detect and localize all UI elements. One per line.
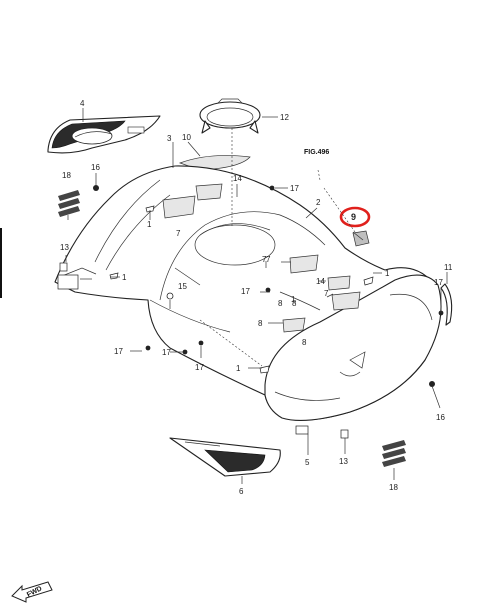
part-8-pad-b[interactable] <box>282 317 306 333</box>
callout-16-left[interactable]: 16 <box>91 163 100 172</box>
fwd-arrow-icon: FWD <box>11 581 53 603</box>
callout-17-top[interactable]: 17 <box>290 184 299 193</box>
callout-7-right[interactable]: 7 <box>324 289 329 298</box>
edge-marker <box>0 228 2 298</box>
callout-14-right[interactable]: 14 <box>316 277 325 286</box>
callout-1-mid[interactable]: 1 <box>122 273 127 282</box>
part-9-highlight <box>339 206 371 228</box>
callout-17-mid[interactable]: 17 <box>241 287 250 296</box>
callout-12[interactable]: 12 <box>280 113 289 122</box>
callout-11[interactable]: 11 <box>444 263 453 272</box>
part-8-pad-c[interactable] <box>289 254 319 274</box>
callout-7-far[interactable]: 7 <box>266 255 271 264</box>
part-18-emblem-right[interactable] <box>382 440 406 467</box>
callout-3[interactable]: 3 <box>167 134 172 143</box>
callout-7-left[interactable]: 7 <box>176 229 181 238</box>
callout-17-left[interactable]: 17 <box>114 347 123 356</box>
callout-6[interactable]: 6 <box>239 487 244 496</box>
part-4-seat-cover[interactable] <box>47 115 161 154</box>
callout-9[interactable]: 9 <box>351 212 356 222</box>
callout-15[interactable]: 15 <box>178 282 187 291</box>
part-12-ring[interactable] <box>199 98 261 134</box>
callout-5[interactable]: 5 <box>305 458 310 467</box>
dashed-guides <box>199 128 356 367</box>
callout-14-top[interactable]: 14 <box>233 174 242 183</box>
part-18-emblem-left[interactable] <box>58 190 80 217</box>
callout-18-left[interactable]: 18 <box>62 171 71 180</box>
callout-1-low[interactable]: 1 <box>236 364 241 373</box>
callout-4[interactable]: 4 <box>80 99 85 108</box>
leader-lines <box>65 108 448 484</box>
callout-13-right[interactable]: 13 <box>339 457 348 466</box>
part-14-pad-a[interactable] <box>162 195 196 219</box>
part-8-pad-d[interactable] <box>331 291 361 311</box>
callout-8-low[interactable]: 8 <box>258 319 263 328</box>
figure-label: FIG.496 <box>304 149 329 156</box>
callout-1-center[interactable]: 1 <box>291 295 296 304</box>
callout-10[interactable]: 10 <box>182 133 191 142</box>
callouts: 4 12 10 3 16 18 14 17 2 1 7 13 1 15 17 8… <box>60 99 453 496</box>
callout-17-lower[interactable]: 17 <box>195 363 204 372</box>
callout-1-right[interactable]: 1 <box>385 269 390 278</box>
callout-8-mid[interactable]: 8 <box>278 299 283 308</box>
callout-17-bottom[interactable]: 17 <box>162 348 171 357</box>
callout-16-right[interactable]: 16 <box>436 413 445 422</box>
part-6-side-panel[interactable] <box>169 437 281 477</box>
callout-17-right[interactable]: 17 <box>434 278 443 287</box>
part-tank-shell[interactable] <box>264 274 442 421</box>
part-8-pad-a[interactable] <box>195 183 223 201</box>
part-14-pad-b[interactable] <box>327 275 351 291</box>
callout-1-left[interactable]: 1 <box>147 220 152 229</box>
callout-18-right[interactable]: 18 <box>389 483 398 492</box>
fasteners <box>59 185 444 439</box>
part-11-trim[interactable] <box>440 283 453 326</box>
callout-2[interactable]: 2 <box>316 198 321 207</box>
callout-13-left[interactable]: 13 <box>60 243 69 252</box>
callout-7-mid[interactable]: 7 <box>262 255 267 264</box>
callout-8-far[interactable]: 8 <box>292 299 297 308</box>
fwd-label: FWD <box>26 585 43 599</box>
callout-8-right[interactable]: 8 <box>302 338 307 347</box>
